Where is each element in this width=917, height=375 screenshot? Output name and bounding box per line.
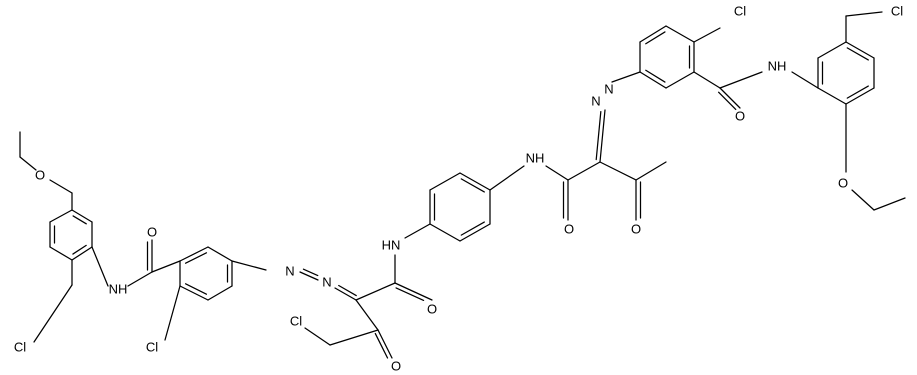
ring-d-bond xyxy=(639,25,667,43)
atom-label-nh-upper: NH xyxy=(526,150,545,165)
bond-hn-to-ring-c xyxy=(404,223,431,239)
bond-azo-to-chain-lower-double xyxy=(338,284,357,297)
bond-chain-to-azo-upper-double xyxy=(595,110,602,161)
ring-e-double-bond xyxy=(846,85,869,99)
ring-b-bond xyxy=(207,285,233,301)
bond-carbonyl-to-nh-right xyxy=(719,71,763,89)
bond-chain-to-ketone xyxy=(355,299,379,331)
bond-azo-left-double xyxy=(302,268,319,277)
bond-o-ethyl-right xyxy=(851,189,875,211)
atom-label-n-azo-2: N xyxy=(322,274,331,289)
atom-labels: O Cl NH O Cl N N Cl O O HN NH O O N N Cl… xyxy=(14,3,903,373)
bond-ring-d-to-cl xyxy=(693,27,721,43)
atom-label-n-azo-1: N xyxy=(285,263,294,278)
ring-b-double-bond xyxy=(184,252,208,264)
atom-label-cl-propyl: Cl xyxy=(290,313,302,328)
ring-d-bond xyxy=(639,71,667,89)
atom-label-o-amide-lower: O xyxy=(427,301,437,316)
bond-ring-d-to-carbonyl xyxy=(693,71,721,89)
ring-d-bond xyxy=(665,71,695,89)
bond-chain-to-azo-upper xyxy=(599,109,606,163)
atom-label-o-ketone-upper: O xyxy=(631,221,641,236)
ring-e-bond xyxy=(817,87,847,105)
bond-azo-left xyxy=(299,271,319,281)
ring-c-double-bond xyxy=(460,178,485,193)
ring-b-double-bond xyxy=(184,283,208,295)
ring-c-bond xyxy=(459,223,491,242)
ring-c-bond xyxy=(429,172,461,191)
bond-o-ethoxy-left-2 xyxy=(49,179,73,194)
atom-label-nh-amide-left: NH xyxy=(109,281,128,296)
bond-ring-c-to-nh xyxy=(489,165,525,191)
bond-ring-a-to-nh xyxy=(91,246,109,287)
bond-nh-to-ring-e xyxy=(791,71,819,89)
ring-c-double-bond xyxy=(460,221,485,236)
bond-propyl-to-cl xyxy=(304,327,331,346)
bond-nh-to-carbonyl-upper xyxy=(545,165,569,181)
atom-label-o-amide-left: O xyxy=(147,224,157,239)
atom-label-cl-aryl-left: Cl xyxy=(146,339,158,354)
ring-a-double-bond xyxy=(72,215,87,225)
bond-amide-o-lower xyxy=(394,282,433,301)
atom-label-n-azo-3: N xyxy=(591,93,600,108)
bond-nh-to-carbonyl-left xyxy=(127,271,153,287)
atom-label-nh-amide-right: NH xyxy=(768,58,787,73)
atom-label-o-ethoxy-right: O xyxy=(838,175,848,190)
bond-ethyl-right-2 xyxy=(873,197,906,211)
bond-ketone-o-lower xyxy=(377,329,393,359)
bond-ketone-to-propyl xyxy=(329,329,379,346)
atom-label-cl-chloromethyl-right: Cl xyxy=(891,3,903,18)
ring-e-bond xyxy=(845,87,875,105)
ring-a-bond xyxy=(71,209,93,223)
ring-d-double-bond xyxy=(645,31,666,45)
bond-ketone-to-methyl xyxy=(635,161,667,181)
bond-azo-to-chain-lower xyxy=(334,287,357,301)
bond-amide-o-lower-double xyxy=(395,287,425,302)
ring-e-double-bond xyxy=(846,47,869,61)
bond-carbonyl-o-right-double xyxy=(717,91,737,111)
atom-label-n-azo-4: N xyxy=(604,81,613,96)
atom-label-o-ketone-lower: O xyxy=(391,358,401,373)
ring-c-bond xyxy=(429,223,461,242)
bond-ring-b-cl xyxy=(164,285,181,341)
ring-b-bond xyxy=(179,285,209,301)
ring-c-bond xyxy=(459,172,491,191)
bond-chloromethyl-left-2 xyxy=(33,284,73,343)
atom-label-o-amide-upper: O xyxy=(564,221,574,236)
bond-chain-to-ketone-upper xyxy=(599,161,637,181)
bond-ethyl-left xyxy=(19,156,37,171)
bond-chain-to-amide-lower xyxy=(355,282,396,301)
ring-e-bond xyxy=(845,41,875,59)
bond-chain-upper xyxy=(567,161,601,181)
ring-a-bond xyxy=(49,246,73,261)
bond-carbonyl-to-ring-b xyxy=(151,260,181,273)
ring-a-bond xyxy=(49,209,73,223)
ring-d-double-bond xyxy=(645,69,666,83)
bond-lines xyxy=(19,11,906,359)
ring-e-bond xyxy=(817,41,847,59)
atom-label-o-amide-right: O xyxy=(735,108,745,123)
bond-ring-b-to-azo xyxy=(231,260,267,271)
atom-label-cl-chloromethyl-left: Cl xyxy=(14,339,26,354)
bond-ketone-o-lower-double xyxy=(374,332,389,359)
atom-label-o-ethoxy-left: O xyxy=(35,167,45,182)
atom-label-hn-lower: HN xyxy=(382,237,401,252)
ring-a-bond xyxy=(71,246,93,261)
atom-label-cl-aryl-right: Cl xyxy=(734,3,746,18)
bond-azo-to-ring-d xyxy=(611,71,641,83)
ring-a-double-bond xyxy=(72,244,87,255)
ring-b-bond xyxy=(207,246,233,262)
ring-d-bond xyxy=(665,25,695,43)
bond-carbonyl-o-right xyxy=(719,87,741,109)
bond-chloromethyl-right-cl xyxy=(845,11,883,17)
ring-b-bond xyxy=(179,246,209,262)
